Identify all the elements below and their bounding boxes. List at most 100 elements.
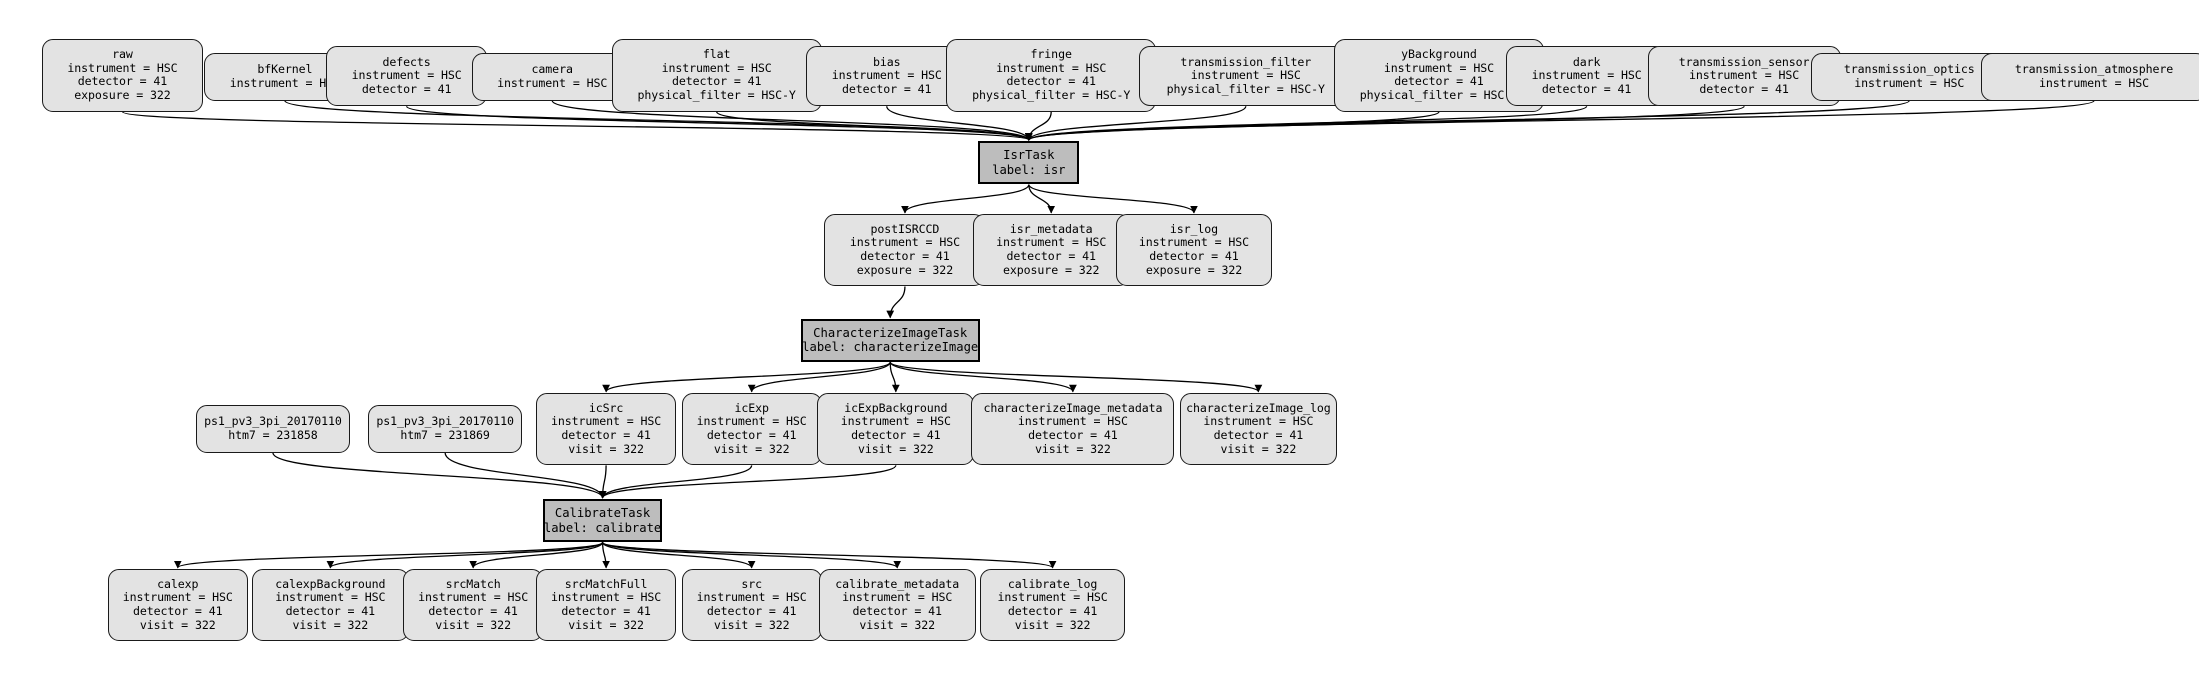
node-dimension: physical_filter = HSC-Y bbox=[1359, 88, 1519, 103]
node-title: fringe bbox=[1030, 47, 1072, 62]
node-dimension: instrument = HSC bbox=[497, 75, 608, 90]
node-dimension: visit = 322 bbox=[857, 441, 934, 456]
node-dimension: instrument = HSC bbox=[842, 590, 953, 605]
node-dimension: label: characterizeImage bbox=[802, 340, 979, 355]
node-title: characterizeImage_log bbox=[1186, 400, 1331, 415]
node-title: isr_metadata bbox=[1009, 221, 1093, 236]
node-dimension: detector = 41 bbox=[852, 604, 943, 619]
node-dimension: exposure = 322 bbox=[1003, 262, 1100, 277]
edge-postISRCCD-to-CharacterizeImageTask bbox=[886, 286, 906, 319]
node-title: ps1_pv3_3pi_20170110 bbox=[204, 414, 342, 429]
node-title: camera bbox=[531, 62, 573, 77]
node-title: calibrate_log bbox=[1007, 576, 1098, 591]
node-dimension: exposure = 322 bbox=[856, 262, 954, 277]
edge-CharacterizeImageTask-to-icExp bbox=[747, 361, 891, 393]
node-dimension: instrument = HSC bbox=[1190, 68, 1301, 83]
node-dimension: instrument = HSC bbox=[229, 75, 340, 90]
edge-icExp-to-CalibrateTask bbox=[598, 465, 753, 499]
node-dimension: instrument = HSC bbox=[2038, 75, 2150, 90]
node-dimension: instrument = HSC bbox=[696, 590, 807, 605]
node-dimension: detector = 41 bbox=[1007, 604, 1098, 619]
node-title: characterizeImage_metadata bbox=[983, 400, 1163, 415]
node-title: ps1_pv3_3pi_20170110 bbox=[376, 414, 514, 429]
node-dimension: detector = 41 bbox=[1541, 81, 1632, 96]
node-dimension: visit = 322 bbox=[292, 617, 369, 632]
node-title: bias bbox=[872, 54, 901, 69]
node-dimension: label: isr bbox=[992, 162, 1066, 177]
node-dimension: detector = 41 bbox=[361, 81, 452, 96]
node-dimension: instrument = HSC bbox=[661, 60, 772, 75]
node-dimension: instrument = HSC bbox=[67, 60, 178, 75]
node-dimension: htm7 = 231858 bbox=[228, 428, 318, 443]
node-dimension: instrument = HSC bbox=[122, 590, 233, 605]
node-dimension: physical_filter = HSC-Y bbox=[637, 88, 796, 103]
node-dimension: detector = 41 bbox=[428, 604, 518, 619]
edge-IsrTask-to-isr_log bbox=[1028, 184, 1198, 214]
node-title: raw bbox=[112, 47, 133, 62]
node-dimension: visit = 322 bbox=[1220, 441, 1297, 456]
node-dimension: detector = 41 bbox=[860, 249, 950, 264]
edge-icExpBackground-to-CalibrateTask bbox=[598, 464, 897, 499]
edge-CharacterizeImageTask-to-characterizeImage_log bbox=[889, 361, 1263, 393]
edge-yBackground-to-IsrTask bbox=[1025, 111, 1440, 141]
edge-CalibrateTask-to-calibrate_log bbox=[601, 541, 1057, 569]
node-dimension: instrument = HSC bbox=[996, 235, 1107, 250]
node-dimension: visit = 322 bbox=[1014, 617, 1091, 632]
node-title: transmission_atmosphere bbox=[2014, 62, 2174, 77]
node-dimension: instrument = HSC bbox=[840, 414, 951, 429]
node-title: transmission_optics bbox=[1843, 62, 1975, 77]
node-dimension: detector = 41 bbox=[1006, 249, 1096, 264]
node-dimension: instrument = HSC bbox=[1689, 68, 1800, 83]
node-dimension: instrument = HSC bbox=[849, 235, 960, 250]
graph-edges bbox=[121, 100, 2095, 569]
edge-flat-to-IsrTask bbox=[716, 111, 1033, 141]
node-dimension: visit = 322 bbox=[568, 441, 644, 456]
edge-CharacterizeImageTask-to-icSrc bbox=[602, 361, 891, 393]
node-title: icSrc bbox=[588, 400, 624, 415]
node-dimension: visit = 322 bbox=[1035, 441, 1111, 456]
node-dimension: detector = 41 bbox=[1149, 249, 1239, 264]
node-dimension: physical_filter = HSC-Y bbox=[972, 88, 1131, 103]
edge-IsrTask-to-postISRCCD bbox=[901, 184, 1030, 214]
node-dimension: detector = 41 bbox=[77, 74, 168, 89]
node-title: defects bbox=[382, 54, 431, 69]
node-dimension: detector = 41 bbox=[133, 604, 223, 619]
node-dimension: instrument = HSC bbox=[1854, 75, 1965, 90]
node-title: flat bbox=[702, 47, 731, 62]
node-dimension: detector = 41 bbox=[1028, 428, 1118, 443]
node-title: IsrTask bbox=[1003, 148, 1055, 163]
node-dimension: instrument = HSC bbox=[1138, 235, 1250, 250]
